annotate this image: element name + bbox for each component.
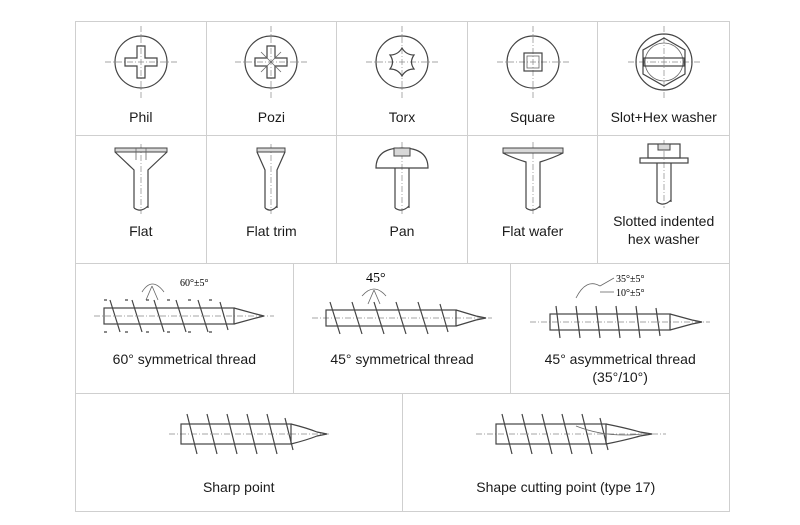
thread-sym45-label: 45° symmetrical thread bbox=[330, 351, 474, 367]
pozidriv-drive-icon bbox=[235, 26, 308, 98]
drive-torx-cell: Torx bbox=[337, 22, 468, 135]
thread-asym45-label-line2: (35°/10°) bbox=[592, 369, 648, 385]
drive-torx-label: Torx bbox=[388, 109, 416, 125]
thread-sym45-dimension: 45° bbox=[366, 271, 386, 286]
point-types-row: Sharp point Shape cutting point (type 17… bbox=[76, 394, 729, 511]
drive-phil-label: Phil bbox=[129, 109, 153, 125]
drive-phil-cell: Phil bbox=[76, 22, 207, 135]
slotted-indented-hex-washer-screw-icon bbox=[639, 140, 689, 208]
head-slotted-hex-label-line1: Slotted indented bbox=[613, 213, 715, 229]
head-flat-label: Flat bbox=[129, 223, 153, 239]
flat-wafer-head-screw-icon bbox=[502, 142, 564, 214]
pan-head-screw-icon bbox=[375, 142, 429, 214]
type-17-cutting-point-screw-diagram bbox=[475, 413, 666, 455]
head-slotted-hex-label-line2: hex washer bbox=[627, 231, 700, 247]
phillips-drive-icon bbox=[104, 26, 177, 98]
thread-sym45-cell: 45° 45° symmetrical thread bbox=[294, 264, 512, 393]
head-pan-cell: Pan bbox=[337, 136, 468, 263]
thread-asym-dimension-top: 35°±5° bbox=[616, 274, 645, 285]
thread-sym60-dimension: 60°±5° bbox=[180, 278, 209, 289]
head-flat-wafer-cell: Flat wafer bbox=[468, 136, 599, 263]
head-flat-wafer-label: Flat wafer bbox=[501, 223, 564, 239]
thread-sym60-label: 60° symmetrical thread bbox=[112, 351, 256, 367]
drive-square-label: Square bbox=[510, 109, 556, 125]
drive-slot-hex-cell: Slot+Hex washer bbox=[598, 22, 729, 135]
drive-pozi-label: Pozi bbox=[257, 109, 285, 125]
torx-drive-icon bbox=[365, 26, 438, 98]
sixty-degree-thread-diagram: 60°±5° bbox=[94, 278, 275, 333]
point-cutting-cell: Shape cutting point (type 17) bbox=[403, 394, 730, 511]
sharp-point-screw-diagram bbox=[168, 413, 329, 455]
forty-five-degree-thread-diagram: 45° bbox=[312, 271, 492, 335]
flat-trim-head-screw-icon bbox=[256, 144, 286, 214]
thread-sym60-cell: 60°±5° 60° symmetrical thread bbox=[76, 264, 294, 393]
asymmetrical-thread-diagram: 35°±5° 10°±5° bbox=[530, 274, 711, 339]
head-flat-trim-cell: Flat trim bbox=[207, 136, 338, 263]
thread-asym45-cell: 35°±5° 10°±5° 45° asymmetrical thread (3… bbox=[511, 264, 729, 393]
head-slotted-hex-cell: Slotted indented hex washer bbox=[598, 136, 729, 263]
head-pan-label: Pan bbox=[389, 223, 415, 239]
head-types-row: Flat Flat trim Pan bbox=[76, 136, 729, 264]
square-drive-icon bbox=[496, 26, 569, 98]
thread-asym-dimension-bottom: 10°±5° bbox=[616, 288, 645, 299]
thread-asym45-label-line1: 45° asymmetrical thread bbox=[544, 351, 696, 367]
screw-reference-grid: Phil Pozi Torx bbox=[75, 21, 730, 512]
point-sharp-cell: Sharp point bbox=[76, 394, 403, 511]
flat-head-screw-icon bbox=[114, 144, 168, 214]
drive-pozi-cell: Pozi bbox=[207, 22, 338, 135]
thread-types-row: 60°±5° 60° symmetrical thread 45° 45° sy… bbox=[76, 264, 729, 394]
head-flat-trim-label: Flat trim bbox=[246, 223, 297, 239]
drive-types-row: Phil Pozi Torx bbox=[76, 22, 729, 136]
head-flat-cell: Flat bbox=[76, 136, 207, 263]
point-sharp-label: Sharp point bbox=[202, 479, 275, 495]
drive-slot-hex-label: Slot+Hex washer bbox=[610, 109, 717, 125]
slot-hex-washer-drive-icon bbox=[627, 26, 700, 98]
drive-square-cell: Square bbox=[468, 22, 599, 135]
point-cutting-label: Shape cutting point (type 17) bbox=[476, 479, 656, 495]
